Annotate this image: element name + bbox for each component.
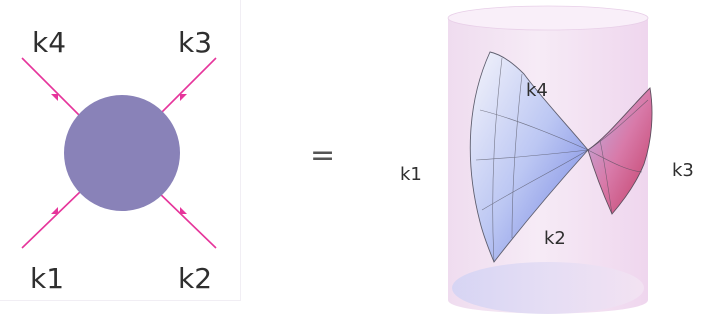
surface-svg: k4 k1 k2 k3 [400, 5, 694, 314]
surface-label-k4: k4 [526, 80, 548, 101]
equals-sign: = [310, 138, 336, 173]
saddle-left-wing [469, 51, 589, 263]
label-k3: k3 [178, 26, 212, 59]
label-k1: k1 [30, 262, 64, 295]
cylinder-bottom [452, 262, 644, 314]
line-k3 [155, 57, 217, 119]
vertex-blob [64, 95, 180, 211]
label-k4: k4 [32, 26, 66, 59]
saddle-right-wing [587, 87, 653, 215]
arrow-k1-icon [51, 207, 58, 214]
line-k1 [21, 189, 83, 249]
line-k4 [21, 57, 83, 119]
surface-label-k1: k1 [400, 164, 422, 185]
vertex-svg: k4 k3 k1 k2 [21, 26, 217, 295]
surface-label-k2: k2 [544, 228, 566, 249]
cylinder-top [447, 5, 649, 31]
label-k2: k2 [178, 262, 212, 295]
vertex-diagram: k4 k3 k1 k2 [0, 0, 241, 301]
arrow-k3-icon [180, 94, 187, 101]
surface-label-k3: k3 [672, 160, 694, 181]
line-k2 [155, 189, 217, 249]
arrow-k2-icon [180, 207, 187, 214]
arrow-k4-icon [51, 94, 58, 101]
surface-diagram: k4 k1 k2 k3 [372, 0, 712, 332]
